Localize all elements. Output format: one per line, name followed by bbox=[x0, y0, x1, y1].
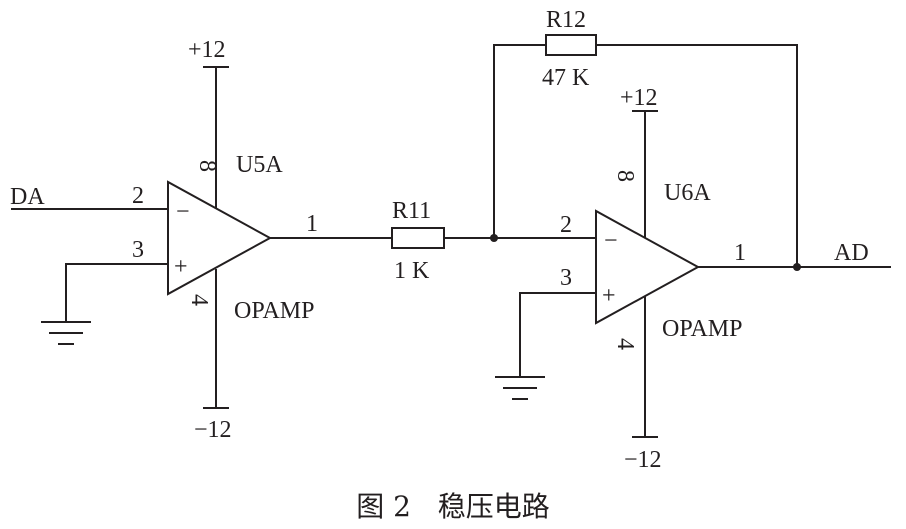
opamp-u5a: − + +12 −12 8 4 U5A OPAMP 2 3 1 bbox=[11, 37, 393, 443]
opamp-u6a-plus-sign: + bbox=[602, 283, 616, 309]
r12-ref-label: R12 bbox=[546, 7, 586, 33]
opamp-u6a: 2 − + +12 −12 8 4 U6A OPAMP 3 1 bbox=[493, 85, 891, 473]
u5a-model-label: OPAMP bbox=[234, 298, 315, 324]
u6a-pin2-label: 2 bbox=[560, 212, 572, 238]
u6a-ref-label: U6A bbox=[664, 180, 711, 206]
r12-value-label: 47 K bbox=[542, 65, 590, 91]
resistor-r11: R11 1 K bbox=[391, 198, 445, 284]
figure-caption: 图 2 稳压电路 bbox=[356, 490, 549, 523]
output-signal-label: AD bbox=[834, 240, 869, 266]
u6a-pin3-label: 3 bbox=[560, 265, 572, 291]
u5a-pin2-label: 2 bbox=[132, 183, 144, 209]
opamp-u5a-plus-sign: + bbox=[174, 254, 188, 280]
r11-value-label: 1 K bbox=[394, 258, 430, 284]
u5a-supply-negative-label: −12 bbox=[194, 417, 232, 443]
r11-body bbox=[391, 227, 445, 249]
resistor-r12: R12 47 K bbox=[542, 7, 597, 91]
u5a-pin1-label: 1 bbox=[306, 211, 318, 237]
u6a-pin1-label: 1 bbox=[734, 240, 746, 266]
opamp-u6a-triangle bbox=[595, 209, 701, 325]
u5a-pin4-label: 4 bbox=[186, 294, 212, 306]
u6a-model-label: OPAMP bbox=[662, 316, 743, 342]
u6a-pin4-label: 4 bbox=[612, 338, 638, 350]
u6a-supply-negative-label: −12 bbox=[624, 447, 662, 473]
r11-ref-label: R11 bbox=[392, 198, 431, 224]
u6a-pin8-label: 8 bbox=[612, 170, 638, 182]
u5a-ref-label: U5A bbox=[236, 152, 283, 178]
output-junction-dot bbox=[793, 263, 801, 271]
opamp-u6a-minus-sign: − bbox=[604, 228, 618, 254]
u6a-ground-symbol bbox=[495, 376, 545, 400]
u5a-ground-symbol bbox=[41, 321, 91, 345]
u5a-supply-positive-label: +12 bbox=[188, 37, 226, 63]
u6a-supply-positive-label: +12 bbox=[620, 85, 658, 111]
opamp-u5a-triangle bbox=[167, 180, 273, 296]
opamp-u5a-minus-sign: − bbox=[176, 199, 190, 225]
u5a-pin8-label: 8 bbox=[194, 160, 220, 172]
r12-body bbox=[545, 34, 597, 56]
input-signal-label: DA bbox=[10, 184, 45, 210]
u5a-pin3-label: 3 bbox=[132, 237, 144, 263]
